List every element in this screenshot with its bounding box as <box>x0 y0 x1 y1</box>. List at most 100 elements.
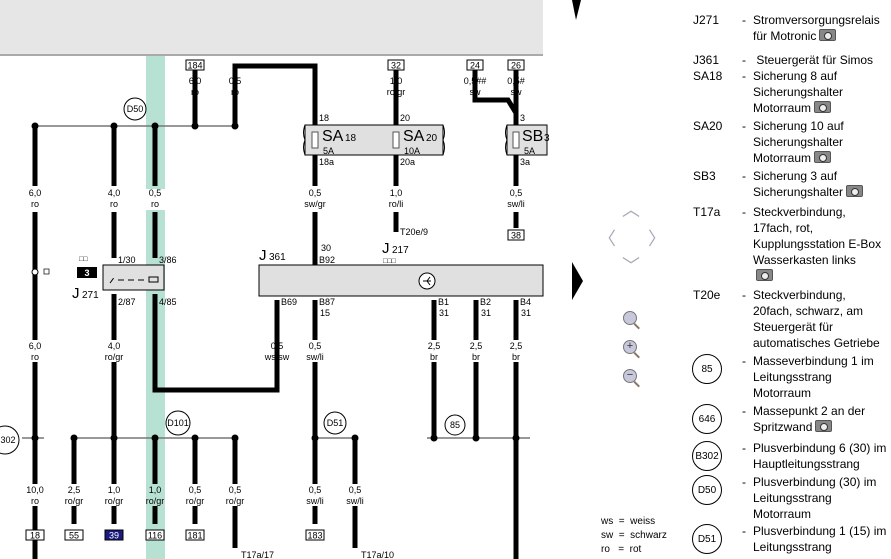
svg-text:SB: SB <box>522 128 543 145</box>
svg-text:32: 32 <box>391 61 401 71</box>
legend-code: T20e <box>693 288 721 302</box>
camera-icon[interactable] <box>815 420 833 432</box>
top-connectors[interactable]: 184 32 24 26 <box>185 59 525 71</box>
wire-gauge: 4,0 <box>108 341 121 351</box>
wire-color: ws/sw <box>264 352 290 362</box>
open-junction <box>31 268 39 276</box>
pin-label: 3a <box>520 157 530 167</box>
legend-line: 17fach, rot, <box>753 221 814 235</box>
pan-right-icon[interactable]: 〉 <box>648 229 666 249</box>
pan-down-icon[interactable]: ﹀ <box>622 256 640 276</box>
wire-gauge: 0,5 <box>271 341 284 351</box>
legend-description: - Steuergerät für Simos <box>742 52 873 68</box>
panel-toggle-arrow[interactable] <box>572 262 583 300</box>
legend-dash: - <box>742 524 746 538</box>
legend-code: J361 <box>693 53 720 67</box>
legend-line: Leitungsstrang <box>753 491 832 505</box>
legend-line: Steuergerät für <box>753 320 834 334</box>
camera-icon[interactable] <box>814 151 832 163</box>
zoom-out-icon[interactable]: − <box>623 369 637 383</box>
svg-text:5A: 5A <box>323 146 334 156</box>
pin-label: T17a/17 <box>241 550 274 559</box>
wire-color: ro/gr <box>105 352 124 362</box>
wire-gauge: 0,5 <box>309 188 322 198</box>
zoom-in-icon[interactable]: + <box>623 340 637 354</box>
legend-line: Spritzwand <box>753 420 813 434</box>
pin-label: B87 <box>319 297 335 307</box>
wire-color: ro/li <box>389 199 404 209</box>
wire-color: sw/li <box>306 496 324 506</box>
wire-gauge: 6,0 <box>189 76 202 86</box>
pin-label: T17a/10 <box>361 550 394 559</box>
legend-code: SA18 <box>693 69 723 83</box>
wire-gauge: 6,0 <box>29 341 42 351</box>
pan-up-icon[interactable]: ︿ <box>622 200 640 220</box>
wire-color: sw <box>470 87 482 97</box>
svg-text:85: 85 <box>450 420 460 430</box>
pin-label: 18 <box>319 113 329 123</box>
legend-line: Leitungsstrang <box>753 540 832 554</box>
svg-text:183: 183 <box>307 531 322 541</box>
pin-label: 15 <box>320 308 330 318</box>
legend-dash: - <box>742 69 746 83</box>
svg-text:20: 20 <box>426 133 438 144</box>
wire-gauge: 1,0 <box>390 188 403 198</box>
svg-text:□□: □□ <box>79 256 88 263</box>
camera-icon[interactable] <box>756 269 773 281</box>
legend-line: Steckverbindung, <box>753 205 846 219</box>
wire-color: sw/li <box>306 352 324 362</box>
pan-left-icon[interactable]: 〈 <box>598 229 616 249</box>
camera-icon[interactable] <box>819 29 837 41</box>
wire-color: sw <box>511 87 523 97</box>
legend-line: Hauptleitungsstrang <box>753 457 860 471</box>
zoom-fit-icon[interactable] <box>623 311 637 325</box>
color-key-sw: sw = schwarz <box>601 530 667 541</box>
pin-label: 31 <box>439 308 449 318</box>
pin-label: 20 <box>400 113 410 123</box>
svg-text:181: 181 <box>187 531 202 541</box>
camera-icon[interactable] <box>814 101 832 113</box>
pin-label: 3/86 <box>159 255 177 265</box>
pin-label: 4/85 <box>159 297 177 307</box>
collapse-arrow[interactable] <box>572 0 581 20</box>
wire-color: sw/li <box>507 199 525 209</box>
legend-line: Plusverbindung (30) im <box>753 475 877 489</box>
wire-gauge: 0,5 <box>349 485 362 495</box>
legend-code: SA20 <box>693 119 723 133</box>
legend-dash: - <box>742 441 746 455</box>
legend-line: Stromversorgungsrelais <box>753 13 880 27</box>
wire-gauge: 4,0 <box>108 188 121 198</box>
svg-text:184: 184 <box>187 61 202 71</box>
splice-labels[interactable]: D50 D101 D51 85 B302 <box>0 97 466 455</box>
legend-line: Sicherungshalter <box>753 185 844 199</box>
svg-text:361: 361 <box>269 252 286 263</box>
bottom-connectors[interactable]: 18 55 39 116 181 183 38 <box>25 229 525 541</box>
svg-text:39: 39 <box>109 531 119 541</box>
wire-gauge: 2,5 <box>470 341 483 351</box>
pin-label: B92 <box>319 255 335 265</box>
camera-icon[interactable] <box>846 185 864 197</box>
legend-line: Plusverbindung 6 (30) im <box>753 441 887 455</box>
wire-color: ro/gr <box>105 496 124 506</box>
svg-text:116: 116 <box>148 531 162 541</box>
svg-text:18: 18 <box>345 133 357 144</box>
pin-label: 3 <box>520 113 525 123</box>
svg-text:3: 3 <box>544 133 550 144</box>
wire-gauge: 0,5 <box>189 485 202 495</box>
svg-text:3: 3 <box>84 268 89 278</box>
legend-symbol: D51 <box>692 524 722 554</box>
wire-gauge: 1,0 <box>390 76 403 86</box>
wire-color: ro/gr <box>226 496 245 506</box>
legend-line: automatisches Getriebe <box>753 336 880 350</box>
legend-line: Motorraum <box>753 507 812 521</box>
